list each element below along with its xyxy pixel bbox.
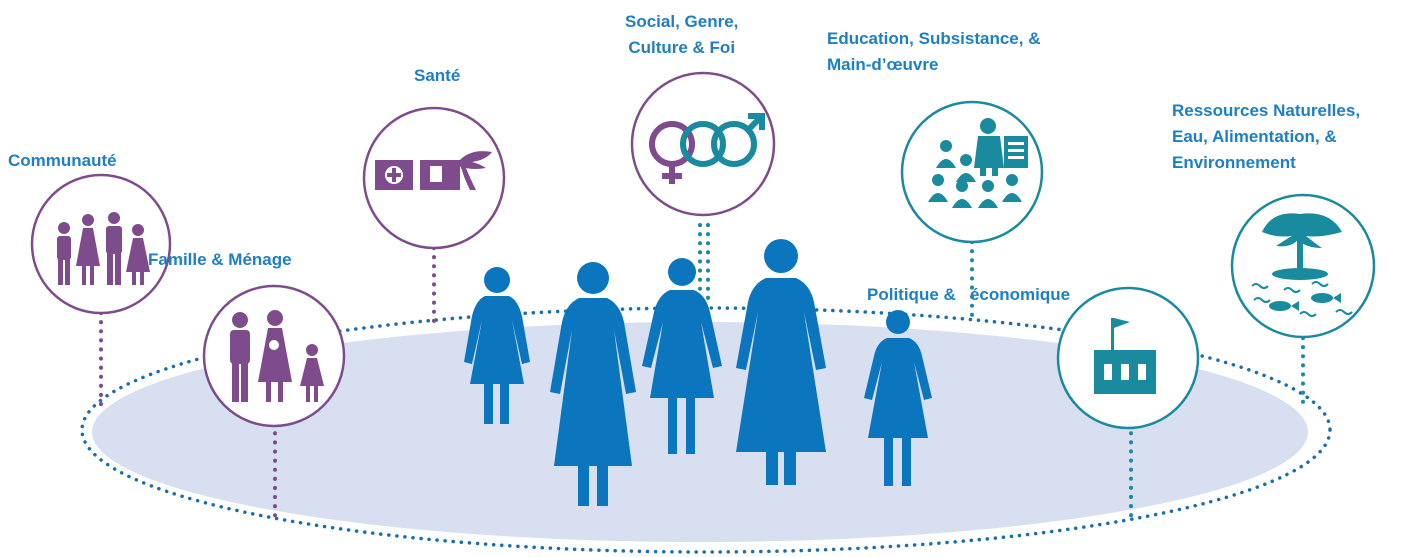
label-politique-economique: Politique & économique bbox=[867, 285, 1071, 304]
woman-figure-4 bbox=[736, 239, 826, 485]
gender-symbols-icon bbox=[649, 113, 765, 184]
government-building-icon bbox=[1094, 318, 1156, 394]
dotted-ring bbox=[80, 306, 1332, 554]
health-clinic-icon bbox=[375, 151, 492, 190]
label-communaute: Communauté bbox=[8, 151, 117, 170]
tree-water-fish-icon bbox=[1251, 213, 1353, 317]
central-disc bbox=[92, 322, 1308, 542]
woman-figure-1 bbox=[464, 267, 530, 424]
woman-figure-2 bbox=[550, 262, 636, 506]
famille-circle bbox=[202, 284, 346, 428]
communaute-circle bbox=[30, 173, 172, 315]
label-sante: Santé bbox=[414, 66, 461, 85]
community-people-icon bbox=[57, 212, 150, 285]
label-social-line-2: Culture & Foi bbox=[628, 38, 736, 57]
label-famille-menage: Famille & Ménage bbox=[148, 250, 292, 269]
teacher-students-icon bbox=[928, 118, 1028, 208]
label-ressources: Ressources Naturelles, Eau, Alimentation… bbox=[1172, 98, 1360, 176]
education-circle bbox=[900, 100, 1044, 244]
label-education-line-2: Main-d’œuvre bbox=[827, 55, 939, 74]
politique-circle bbox=[1056, 286, 1200, 430]
label-education: Education, Subsistance, & Main-d’œuvre bbox=[827, 26, 1041, 78]
family-icon bbox=[230, 310, 324, 402]
label-ressources-line-3: Environnement bbox=[1172, 153, 1296, 172]
social-circle bbox=[630, 71, 776, 217]
woman-figure-5 bbox=[864, 310, 932, 486]
woman-figure-3 bbox=[642, 258, 722, 454]
label-ressources-line-2: Eau, Alimentation, & bbox=[1172, 127, 1337, 146]
label-social-genre: Social, Genre, Culture & Foi bbox=[625, 9, 738, 61]
ressources-circle bbox=[1230, 193, 1376, 339]
women-figures bbox=[464, 239, 932, 506]
sante-circle bbox=[362, 106, 506, 250]
label-ressources-line-1: Ressources Naturelles, bbox=[1172, 101, 1361, 120]
label-social-line-1: Social, Genre, bbox=[625, 12, 739, 31]
label-education-line-1: Education, Subsistance, & bbox=[827, 29, 1041, 48]
